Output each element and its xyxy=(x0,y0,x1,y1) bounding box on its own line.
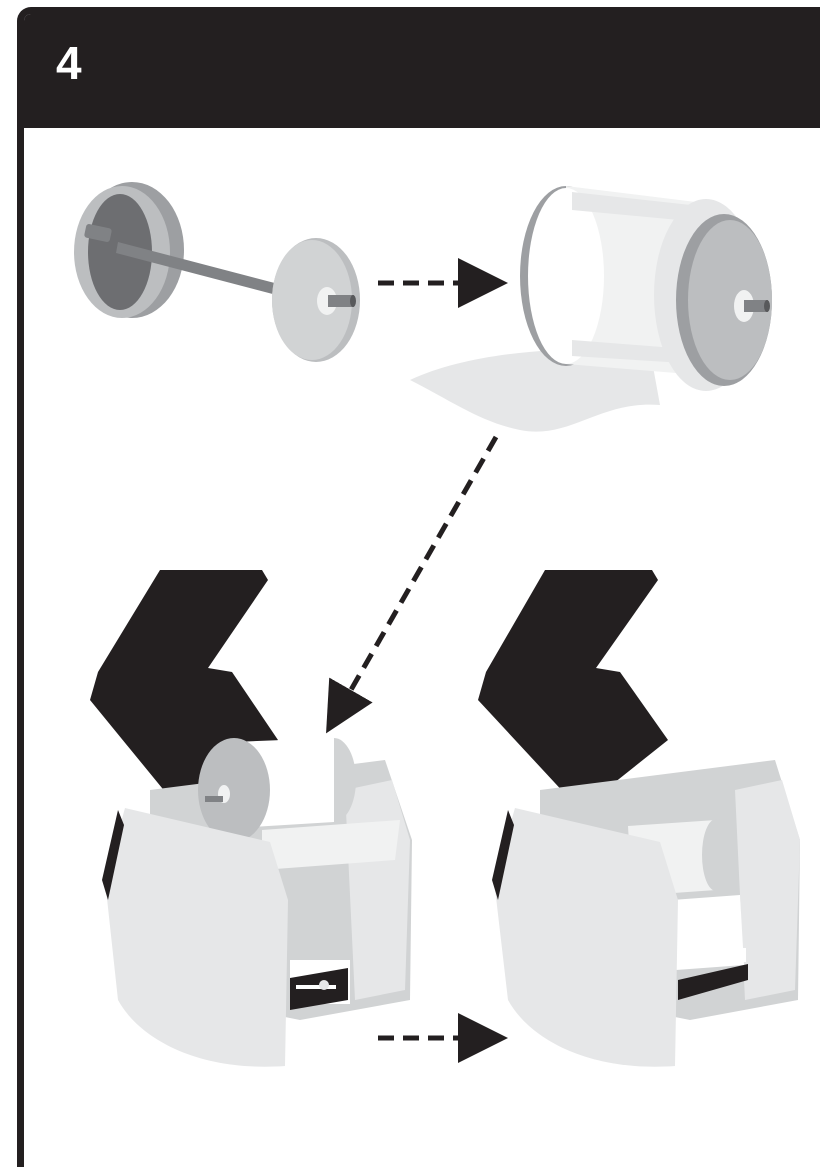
spindle-icon xyxy=(74,182,360,362)
printer-open-icon xyxy=(90,570,412,1067)
label-roll-icon xyxy=(410,186,772,432)
arrow-roll-to-printer xyxy=(336,437,496,716)
printer-loaded-icon xyxy=(478,570,800,1067)
